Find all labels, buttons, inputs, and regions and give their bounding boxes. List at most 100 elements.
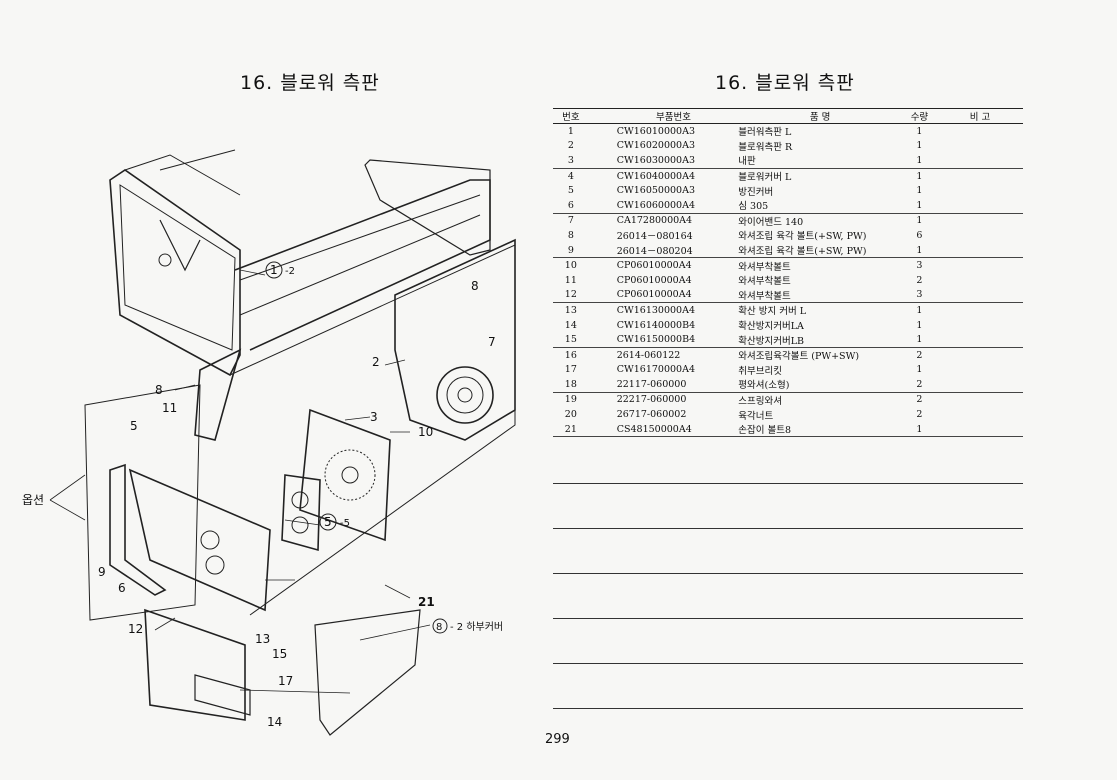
cell-number: 21: [553, 421, 589, 438]
cell-number: 15: [553, 332, 589, 348]
cell-part-name: 와셔부착볼트: [730, 287, 902, 304]
cell-quantity: 1: [916, 304, 923, 316]
cell-remark: [937, 363, 1023, 378]
blank-rule-4: [553, 618, 1023, 619]
callout-5: 5: [324, 515, 332, 529]
cell-remark: [937, 421, 1023, 438]
main-side-panel: [128, 468, 271, 612]
cell-part-name: 손잡이 볼트8: [730, 421, 902, 438]
blank-rule-3: [553, 573, 1023, 574]
cell-number: 19: [564, 394, 577, 406]
side-panel-right: [394, 238, 516, 441]
cell-quantity: 2: [916, 394, 923, 406]
cell-quantity: 1: [901, 197, 938, 214]
cell-part-number: 26717-060002: [616, 409, 687, 421]
cell-part-number: CW16010000A3: [616, 125, 695, 137]
cell-remark: [937, 168, 1023, 183]
cell-number: 3: [553, 153, 589, 169]
cell-number: 4: [567, 170, 574, 182]
callout-8-top: 8: [471, 279, 479, 293]
callout-2: 2: [372, 355, 380, 369]
header-number: 번호: [553, 108, 589, 124]
cell-remark: [937, 213, 1023, 228]
blank-rule-5: [553, 663, 1023, 664]
cell-number: 7: [567, 215, 574, 227]
cell-number: 8: [567, 229, 574, 241]
exploded-parts-diagram: 1 -2 2 3 5 -5 6 7 8 8 9 10 11 12 13 14 1…: [22, 149, 516, 736]
cell-part-name: 심 305: [730, 197, 902, 214]
cell-quantity: 2: [901, 377, 938, 393]
callout-1-suffix: -2: [285, 266, 295, 277]
cell-part-number: CW16140000B4: [616, 319, 696, 331]
blank-rule-2: [553, 528, 1023, 529]
cell-number: 13: [564, 304, 577, 316]
inner-plate: [299, 408, 391, 542]
cell-remark: [937, 407, 1023, 422]
cell-part-name: 블로워측판 R: [738, 141, 793, 153]
shim-bar: [109, 463, 167, 596]
cell-part-number: 26014－080204: [588, 242, 731, 259]
header-part-name: 품 명: [730, 108, 902, 124]
cell-remark: [937, 242, 1023, 259]
cell-quantity: 3: [901, 287, 938, 304]
cell-quantity: 6: [916, 229, 923, 241]
callout-1: 1: [270, 263, 278, 277]
callout-8-left: 8: [155, 383, 163, 397]
cell-number: 5: [567, 185, 574, 197]
callout-5-suffix: -5: [340, 518, 350, 529]
cell-remark: [937, 303, 1023, 318]
cell-part-name: 와셔부착볼트: [738, 261, 791, 273]
page-title-left: 16. 블로워 측판: [240, 72, 380, 94]
cell-remark: [937, 228, 1023, 243]
header-quantity: 수량: [901, 108, 938, 124]
cell-part-number: CP06010000A4: [616, 260, 692, 272]
callout-12: 12: [128, 622, 143, 636]
cell-quantity: 1: [916, 140, 923, 152]
cell-remark: [937, 347, 1023, 362]
cell-remark: [937, 124, 1023, 139]
callout-14: 14: [267, 715, 282, 729]
bottom-cover: [314, 609, 421, 736]
frame-left-panel: [109, 169, 241, 377]
cell-part-number: CW16030000A3: [588, 153, 731, 169]
cell-number: 18: [553, 377, 589, 393]
cell-part-number: CP06010000A4: [616, 274, 692, 286]
callout-21: 21: [418, 595, 435, 609]
cell-remark: [937, 153, 1023, 169]
pulley: [436, 366, 494, 424]
cell-part-name: 방진커버: [738, 186, 774, 198]
cell-number: 6: [553, 197, 589, 214]
cell-number: 17: [564, 364, 577, 376]
cell-quantity: 1: [916, 170, 923, 182]
table-header-row: 번호 부품번호 품 명 수량 비 고: [553, 108, 1023, 124]
cell-part-name: 평와셔(소형): [730, 377, 902, 393]
header-remarks: 비 고: [937, 108, 1023, 124]
cell-quantity: 1: [916, 364, 923, 376]
callout-3: 3: [370, 410, 378, 424]
cell-part-number: CW16150000B4: [588, 332, 731, 348]
cell-part-name: 와이어밴드 140: [738, 216, 804, 228]
blank-rule-1: [553, 483, 1023, 484]
cell-quantity: 1: [916, 215, 923, 227]
cell-quantity: 2: [916, 274, 923, 286]
cell-part-number: 2614-060122: [616, 349, 681, 361]
cell-part-name: 확산방지커버LB: [730, 332, 902, 348]
cell-part-name: 취부브리킷: [738, 365, 782, 377]
cell-part-name: 내판: [730, 153, 902, 169]
page-title-right: 16. 블로워 측판: [715, 72, 855, 94]
callout-8-lower: 8: [436, 622, 442, 633]
callout-lower-cover: - 2 하부커버: [450, 620, 503, 633]
page-number: 299: [545, 732, 570, 747]
cell-number: 14: [564, 319, 577, 331]
cell-part-number: CS48150000A4: [588, 421, 731, 438]
